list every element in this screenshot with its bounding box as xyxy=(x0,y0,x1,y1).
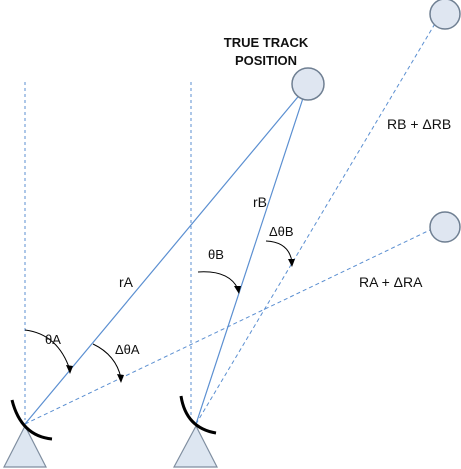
label-rb: rB xyxy=(253,194,267,210)
measured-target-b-circle xyxy=(429,0,461,30)
label-theta-a: θA xyxy=(45,332,61,347)
delta-theta-b-arc xyxy=(265,240,293,263)
radar-b-base xyxy=(172,424,218,468)
delta-theta-a-arrowhead xyxy=(117,374,124,383)
measured-line-b xyxy=(195,21,437,425)
range-line-ra xyxy=(24,85,308,425)
label-delta-theta-b: ΔθB xyxy=(269,224,294,239)
label-delta-theta-a: ΔθA xyxy=(115,342,140,357)
true-target-circle xyxy=(291,67,325,101)
measured-line-a xyxy=(24,229,431,425)
delta-theta-a-arc xyxy=(92,343,122,379)
label-theta-b: θB xyxy=(208,247,224,262)
label-ra-plus-delta-ra: RA + ΔRA xyxy=(359,274,423,290)
theta-b-arrowhead xyxy=(234,286,241,294)
theta-a-arc xyxy=(24,329,71,371)
theta-a-arrowhead xyxy=(66,365,73,374)
title-line-1: TRUE TRACK xyxy=(224,35,309,50)
delta-theta-b-arrowhead xyxy=(288,259,295,267)
range-line-rb xyxy=(195,85,308,425)
label-ra: rA xyxy=(119,274,134,290)
radar-a-dish xyxy=(10,399,53,441)
title-line-2: POSITION xyxy=(235,53,297,68)
theta-b-arc xyxy=(197,271,239,290)
radar-b-dish xyxy=(179,395,217,435)
measured-target-a-circle xyxy=(429,211,461,243)
label-rb-plus-delta-rb: RB + ΔRB xyxy=(387,116,451,132)
radar-a-base xyxy=(3,424,47,468)
